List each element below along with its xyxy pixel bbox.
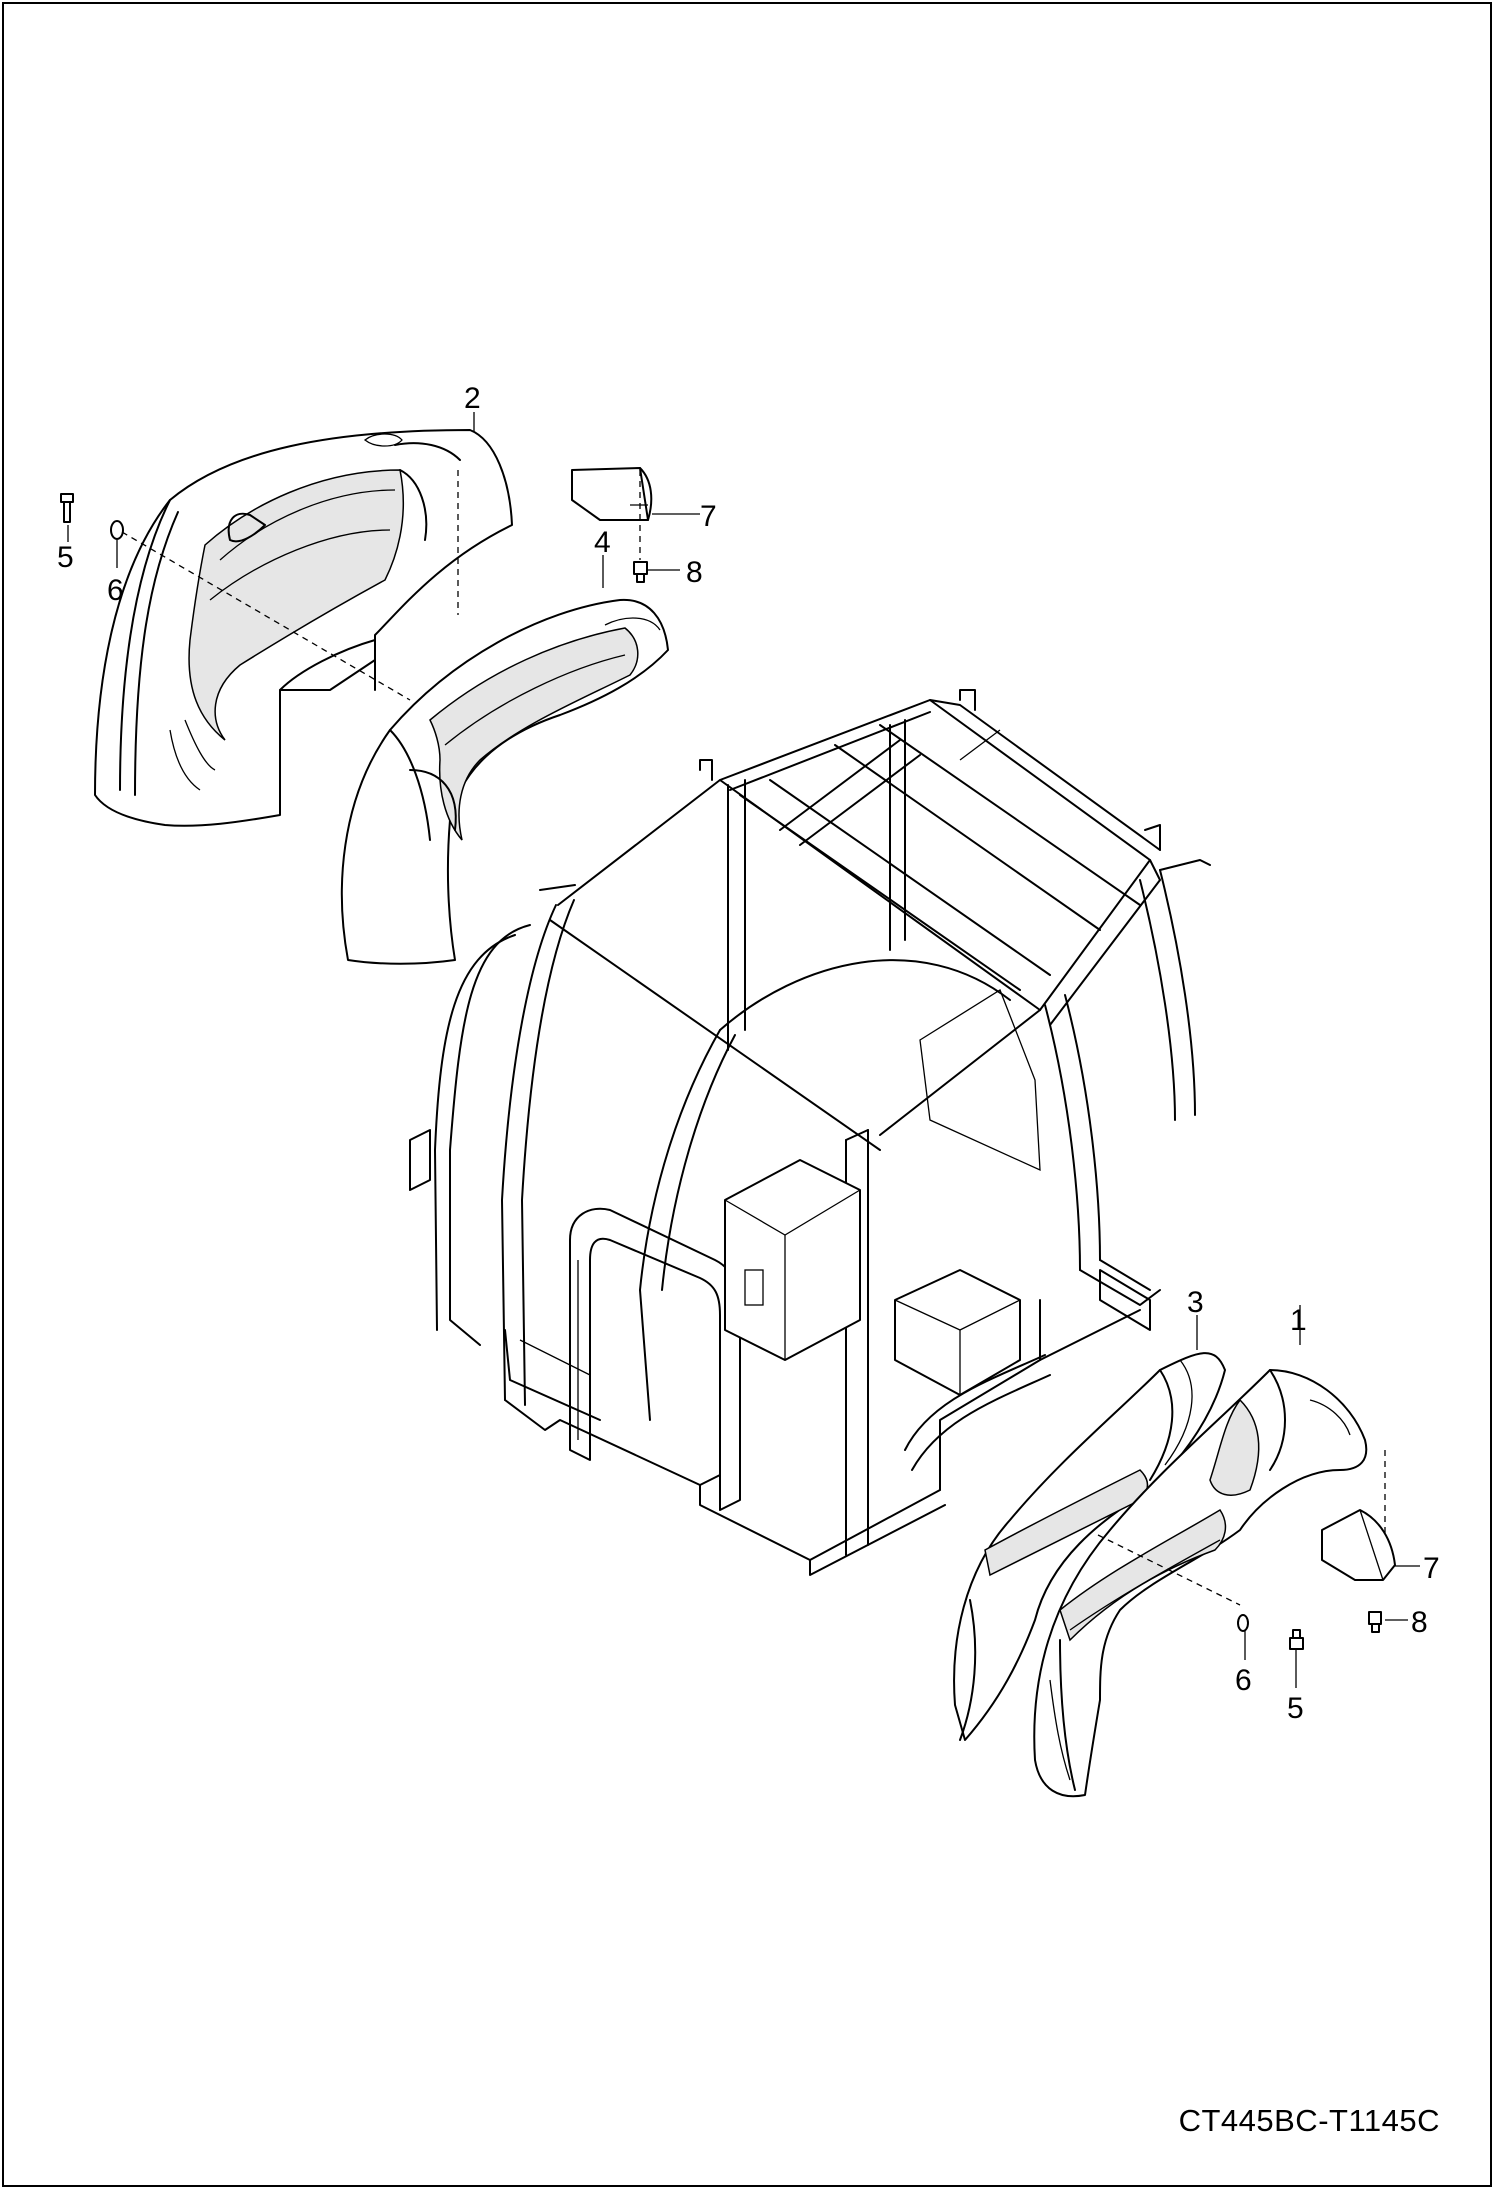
part-1-outer-fender-right [1033,1369,1368,1798]
callout-7-top: 7 [700,500,717,533]
bolt-8-top [633,561,648,583]
callout-8-bottom: 8 [1411,1606,1428,1639]
assembly-line-part1 [1097,1534,1241,1606]
callout-4: 4 [594,526,611,559]
part-4-inner-liner-left [340,598,669,965]
callout-3: 3 [1187,1286,1204,1319]
cab-frame-structure [409,689,1211,1576]
washer-6-top [110,520,124,540]
callout-5-bottom: 5 [1287,1692,1304,1725]
bracket-7-top [571,467,653,521]
callout-7-bottom: 7 [1423,1552,1440,1585]
washer-6-bottom [1237,1614,1249,1632]
part-2-outer-fender-left [94,429,513,827]
callout-2: 2 [464,382,481,415]
callout-8-top: 8 [686,556,703,589]
bracket-7-bottom [1321,1509,1396,1581]
bolt-5-top [60,493,74,523]
drawing-code: CT445BC-T1145C [1178,2103,1440,2138]
callout-5-top: 5 [57,541,74,574]
callout-6-bottom: 6 [1235,1664,1252,1697]
bolt-5-bottom [1289,1629,1304,1650]
callout-6-top: 6 [107,574,124,607]
assembly-line-part2 [121,531,411,701]
callout-1: 1 [1290,1304,1307,1337]
part-3-inner-liner-right [953,1352,1226,1741]
bolt-8-bottom [1368,1611,1382,1633]
leader-lines [67,412,1420,1688]
